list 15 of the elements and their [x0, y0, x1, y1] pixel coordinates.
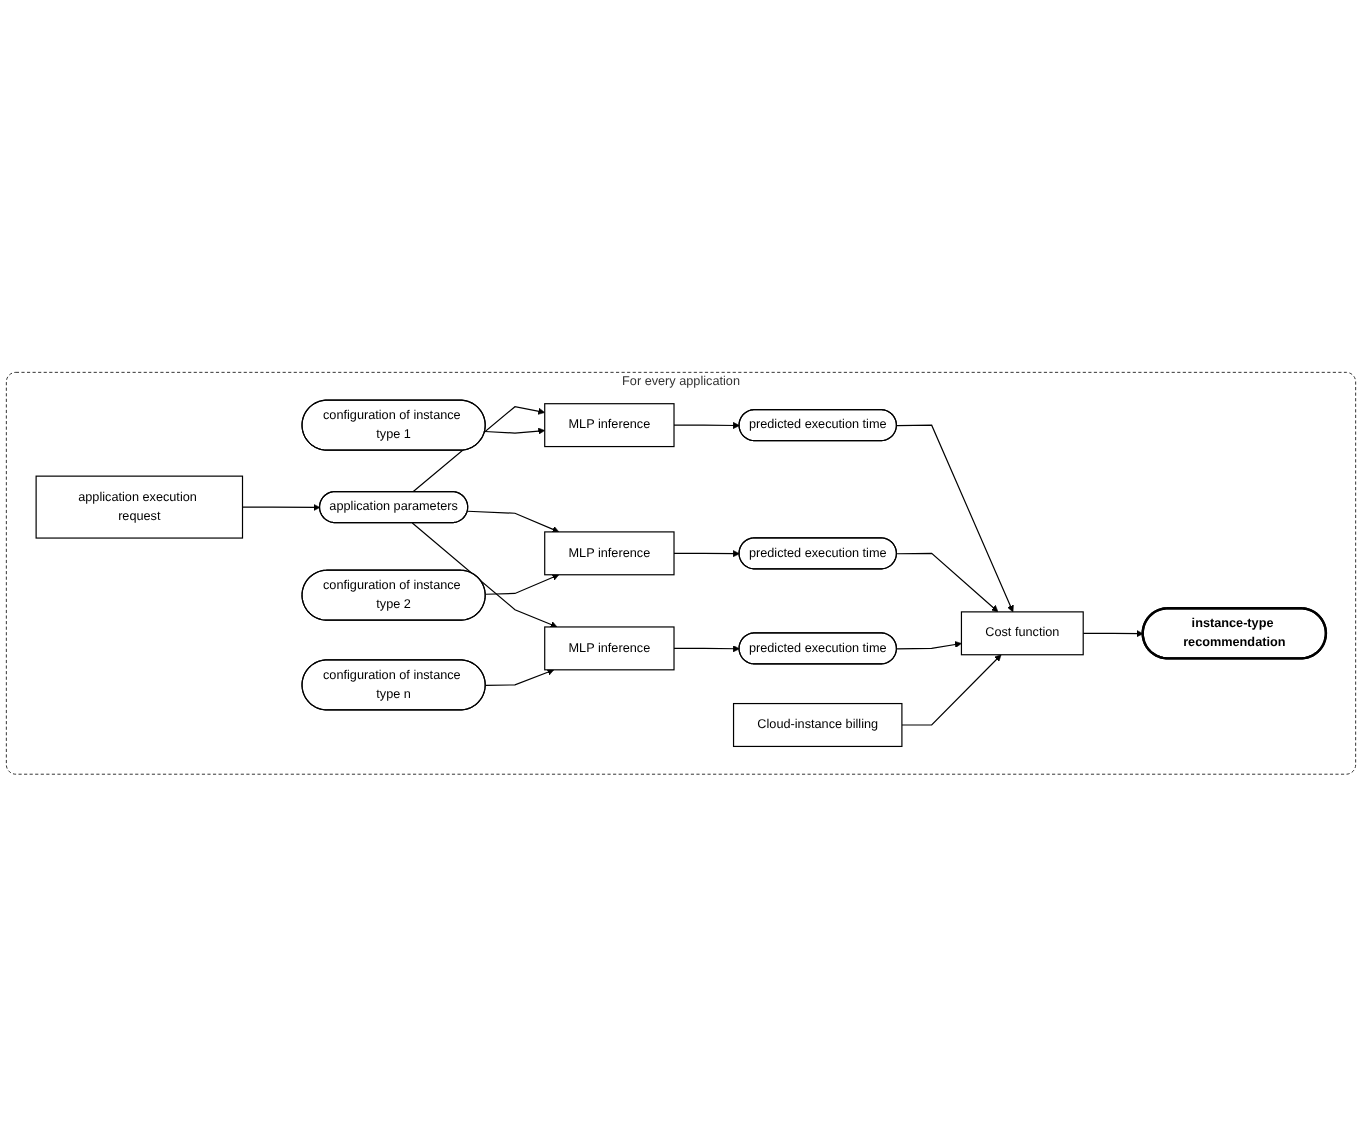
arrow — [1082, 630, 1144, 638]
arrow — [673, 550, 740, 558]
arrow — [484, 574, 560, 596]
arrow — [673, 422, 740, 430]
arrow — [484, 428, 546, 436]
arrow — [467, 511, 560, 534]
arrow — [673, 645, 740, 653]
arrow — [411, 523, 558, 629]
arrow — [896, 641, 962, 651]
arrow — [412, 406, 546, 494]
arrow — [901, 655, 1002, 727]
arrow — [896, 553, 999, 613]
arrow — [485, 669, 555, 687]
arrow — [241, 504, 321, 512]
arrow — [896, 425, 1014, 613]
